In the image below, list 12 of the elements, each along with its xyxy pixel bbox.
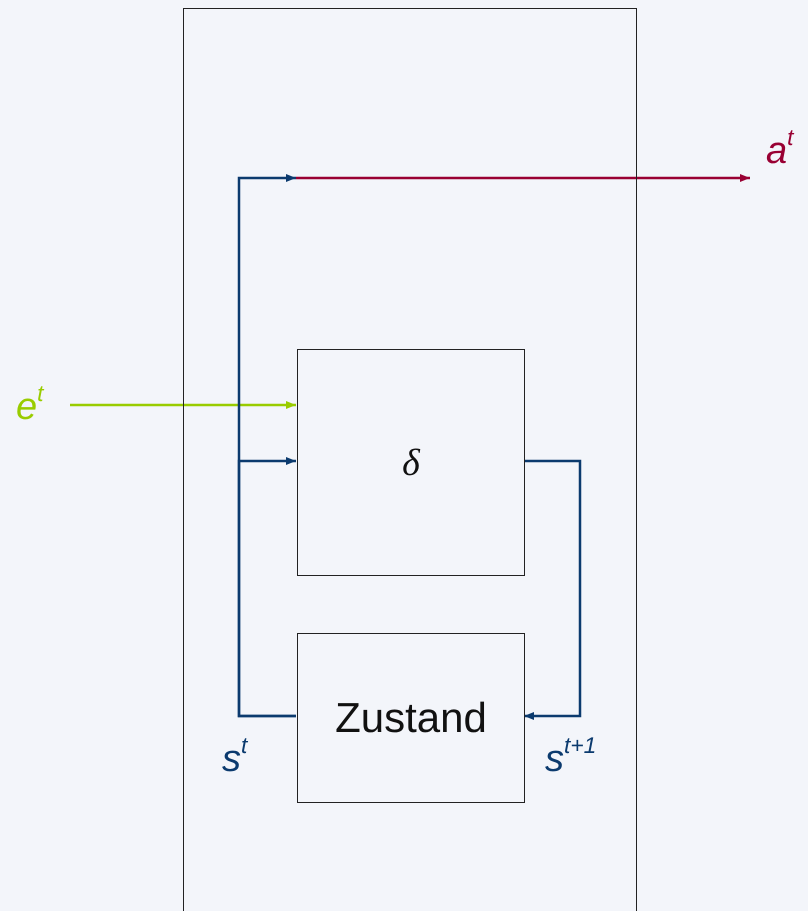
function-symbol: δ [402, 440, 420, 484]
signal-label: a$^{t}$ [766, 132, 794, 170]
signal-label: s$^{t}$ [222, 740, 248, 778]
process-box [297, 633, 525, 803]
arrow [238, 174, 296, 718]
signal-label: e$^{t}$ [16, 388, 44, 426]
box-label: Zustand [335, 694, 487, 742]
process-box [297, 349, 525, 576]
arrow [70, 401, 296, 409]
arrow [296, 174, 750, 182]
arrow [524, 460, 582, 720]
system-boundary-box [183, 8, 637, 911]
